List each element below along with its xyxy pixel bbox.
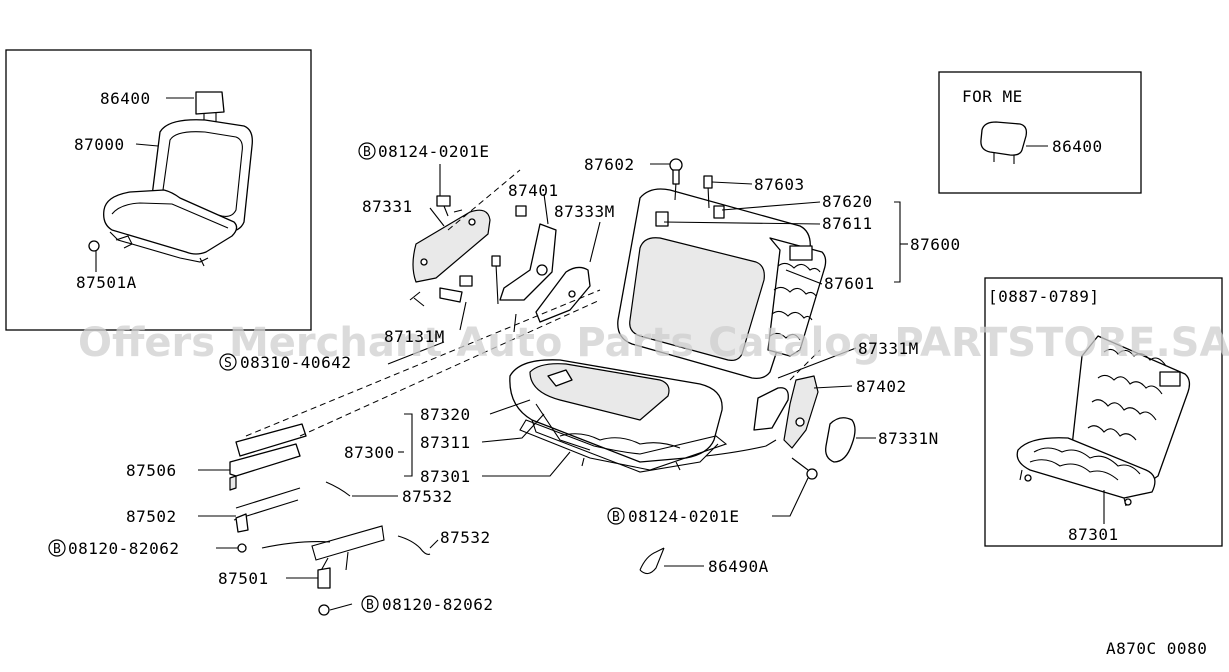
part-label-87506[interactable]: 87506 bbox=[126, 461, 177, 480]
seat-cushion-frame-drawing bbox=[519, 419, 728, 471]
bolt-symbol-b-top bbox=[358, 142, 376, 160]
part-label-87532-b[interactable]: 87532 bbox=[440, 528, 491, 547]
seat-back-drawing bbox=[617, 158, 811, 380]
bolt-symbol-s-letter: S bbox=[224, 356, 232, 371]
part-label-87603[interactable]: 87603 bbox=[754, 175, 805, 194]
bolt-symbol-b-bottom-letter: B bbox=[366, 598, 374, 613]
part-label-87532-a[interactable]: 87532 bbox=[402, 487, 453, 506]
watermark-text: Offers Merchant Auto Parts Catalog PARTS… bbox=[78, 320, 1229, 366]
bolt-symbol-b-bottom bbox=[361, 595, 379, 613]
seat-back-frame-drawing bbox=[767, 237, 827, 357]
figure-code: A870C 0080 bbox=[1106, 639, 1207, 658]
part-label-87501A[interactable]: 87501A bbox=[76, 273, 137, 292]
part-label-87401[interactable]: 87401 bbox=[508, 181, 559, 200]
part-label-87501[interactable]: 87501 bbox=[218, 569, 269, 588]
inset-range-title: [0887-0789] bbox=[988, 287, 1099, 306]
part-label-87331N[interactable]: 87331N bbox=[878, 429, 939, 448]
guide-line-2 bbox=[299, 299, 601, 437]
part-label-87333M[interactable]: 87333M bbox=[554, 202, 615, 221]
inset-frame-for-me bbox=[938, 71, 1142, 194]
part-label-86400-inset[interactable]: 86400 bbox=[1052, 137, 1103, 156]
part-label-87602[interactable]: 87602 bbox=[584, 155, 635, 174]
part-label-08120-a[interactable]: 08120-82062 bbox=[68, 539, 179, 558]
seat-cushion-drawing bbox=[509, 359, 723, 473]
inset-for-me-title: FOR ME bbox=[962, 87, 1023, 106]
part-label-87131M[interactable]: 87131M bbox=[384, 327, 445, 346]
part-label-87300[interactable]: 87300 bbox=[344, 443, 395, 462]
guide-line-4 bbox=[789, 349, 821, 381]
part-label-87331M[interactable]: 87331M bbox=[858, 339, 919, 358]
part-label-08310[interactable]: 08310-40642 bbox=[240, 353, 351, 372]
clip-drawing bbox=[639, 547, 665, 575]
part-label-87601[interactable]: 87601 bbox=[824, 274, 875, 293]
part-label-87620[interactable]: 87620 bbox=[822, 192, 873, 211]
part-label-87402[interactable]: 87402 bbox=[856, 377, 907, 396]
guide-line-1 bbox=[245, 289, 601, 437]
part-label-87600[interactable]: 87600 bbox=[910, 235, 961, 254]
leader-lines bbox=[95, 97, 1105, 611]
recliner-bracket-drawing bbox=[439, 205, 557, 333]
part-label-87502[interactable]: 87502 bbox=[126, 507, 177, 526]
bolt-symbol-b-top-letter: B bbox=[363, 145, 371, 160]
bolt-symbol-b-left-letter: B bbox=[53, 542, 61, 557]
bolt-symbol-b-left bbox=[48, 539, 66, 557]
recliner-cover-drawing bbox=[535, 266, 591, 323]
inset-headrest-drawing bbox=[980, 121, 1028, 164]
bolt-symbol-b-right bbox=[607, 507, 625, 525]
part-label-87301[interactable]: 87301 bbox=[420, 467, 471, 486]
bolt-symbol-s bbox=[219, 353, 237, 371]
part-label-86400-main[interactable]: 86400 bbox=[100, 89, 151, 108]
recliner-knob-drawing bbox=[825, 417, 856, 463]
part-label-08124-top[interactable]: 08124-0201E bbox=[378, 142, 489, 161]
slide-rail-parts-drawing bbox=[229, 291, 431, 616]
part-label-87301-inset[interactable]: 87301 bbox=[1068, 525, 1119, 544]
inset-seat-drawing bbox=[88, 91, 253, 267]
recliner-left-drawing bbox=[412, 195, 491, 283]
part-label-87000[interactable]: 87000 bbox=[74, 135, 125, 154]
recliner-right-drawing bbox=[705, 375, 819, 480]
part-label-08120-b[interactable]: 08120-82062 bbox=[382, 595, 493, 614]
part-label-87311[interactable]: 87311 bbox=[420, 433, 471, 452]
inset-seat-frame-drawing bbox=[1016, 335, 1191, 507]
part-label-87331[interactable]: 87331 bbox=[362, 197, 413, 216]
guide-line-3 bbox=[447, 169, 521, 231]
inset-frame-seat-assembly bbox=[5, 49, 312, 331]
part-label-86490A[interactable]: 86490A bbox=[708, 557, 769, 576]
part-label-87611[interactable]: 87611 bbox=[822, 214, 873, 233]
part-label-87320[interactable]: 87320 bbox=[420, 405, 471, 424]
part-label-08124-bottom[interactable]: 08124-0201E bbox=[628, 507, 739, 526]
inset-frame-range bbox=[984, 277, 1223, 547]
bolt-symbol-b-right-letter: B bbox=[612, 510, 620, 525]
